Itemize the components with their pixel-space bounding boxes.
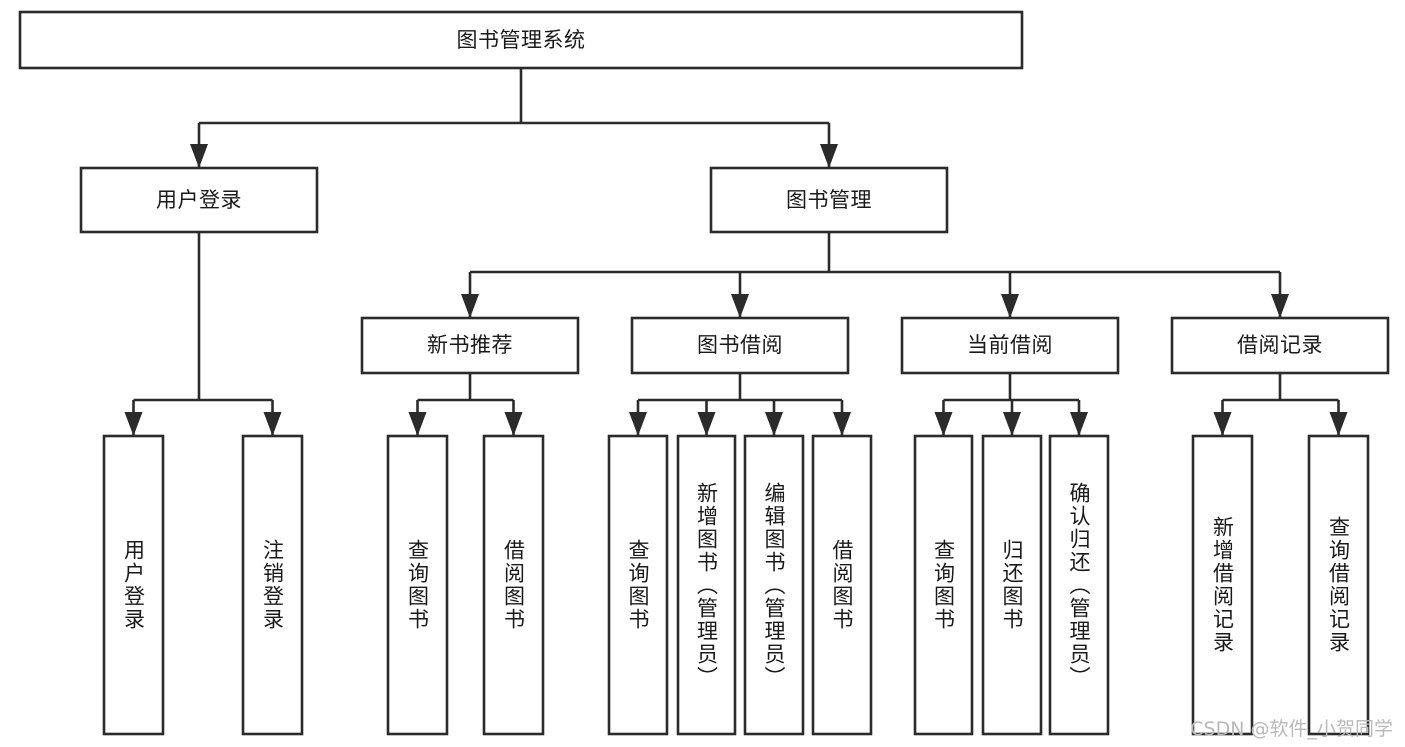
arrow-head-leaf-borrow-book-rec <box>504 412 523 436</box>
arrow-head-leaf-edit-book <box>765 412 783 436</box>
arrow-head-leaf-query-book-rec <box>408 412 427 436</box>
node-box-layer <box>18 10 1390 736</box>
node-box-leaf-borrow-book-rec[interactable] <box>482 434 545 736</box>
node-box-leaf-edit-book[interactable] <box>743 434 805 736</box>
arrow-head-current-borrow <box>1001 294 1019 318</box>
arrow-head-new-book-recommend <box>461 294 479 318</box>
arrow-head-leaf-return-book <box>1003 412 1021 436</box>
node-box-new-book-recommend[interactable] <box>360 316 580 375</box>
arrow-head-leaf-logout <box>263 412 282 436</box>
node-box-user-login[interactable] <box>79 166 319 234</box>
node-box-leaf-return-book[interactable] <box>981 434 1043 736</box>
arrow-head-leaf-confirm-return <box>1070 412 1088 436</box>
arrow-head-user-login <box>190 144 208 168</box>
node-box-current-borrow[interactable] <box>900 316 1120 375</box>
node-box-leaf-logout[interactable] <box>241 434 304 736</box>
arrow-head-book-borrow <box>731 294 749 318</box>
arrow-head-leaf-query-record <box>1329 412 1348 436</box>
node-box-book-manage[interactable] <box>709 166 949 234</box>
arrow-head-leaf-add-book <box>697 412 716 436</box>
node-box-leaf-query-book-cur[interactable] <box>913 434 974 736</box>
node-box-leaf-confirm-return[interactable] <box>1048 434 1110 736</box>
node-box-borrow-record[interactable] <box>1170 316 1390 375</box>
node-box-leaf-user-login[interactable] <box>102 434 165 736</box>
node-box-leaf-query-book-rec[interactable] <box>386 434 449 736</box>
node-box-book-borrow[interactable] <box>630 316 850 375</box>
arrow-head-leaf-add-record <box>1213 412 1232 436</box>
arrow-head-leaf-query-book-brw <box>629 412 647 436</box>
connector-layer <box>124 68 1348 436</box>
node-box-leaf-query-record[interactable] <box>1307 434 1370 736</box>
node-box-leaf-borrow-book-brw[interactable] <box>811 434 873 736</box>
arrow-head-leaf-borrow-book-brw <box>833 412 851 436</box>
node-box-leaf-add-book[interactable] <box>676 434 737 736</box>
arrow-head-leaf-user-login <box>124 412 143 436</box>
arrow-head-book-manage <box>820 144 838 168</box>
node-box-leaf-add-record[interactable] <box>1191 434 1254 736</box>
node-box-leaf-query-book-brw[interactable] <box>607 434 669 736</box>
arrow-head-borrow-record <box>1271 294 1289 318</box>
arrow-head-leaf-query-book-cur <box>934 412 953 436</box>
node-box-root[interactable] <box>18 10 1024 70</box>
